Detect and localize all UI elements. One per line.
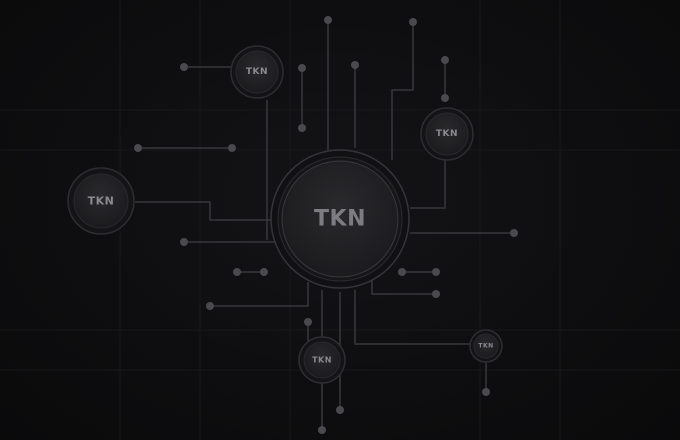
token-center: TKN bbox=[270, 149, 410, 289]
token-top-left-label: TKN bbox=[246, 67, 268, 77]
token-bottom-right-label: TKN bbox=[478, 343, 493, 350]
circuit-traces bbox=[135, 20, 514, 430]
token-left: TKN bbox=[67, 167, 135, 235]
token-top-left: TKN bbox=[230, 45, 284, 99]
token-bottom: TKN bbox=[298, 336, 346, 384]
token-left-label: TKN bbox=[88, 195, 115, 208]
token-right-label: TKN bbox=[436, 129, 458, 139]
endpoint-nodes bbox=[134, 16, 518, 434]
token-center-label: TKN bbox=[314, 207, 366, 232]
token-bottom-right: TKN bbox=[469, 329, 503, 363]
token-bottom-label: TKN bbox=[312, 356, 332, 365]
token-right: TKN bbox=[420, 107, 474, 161]
